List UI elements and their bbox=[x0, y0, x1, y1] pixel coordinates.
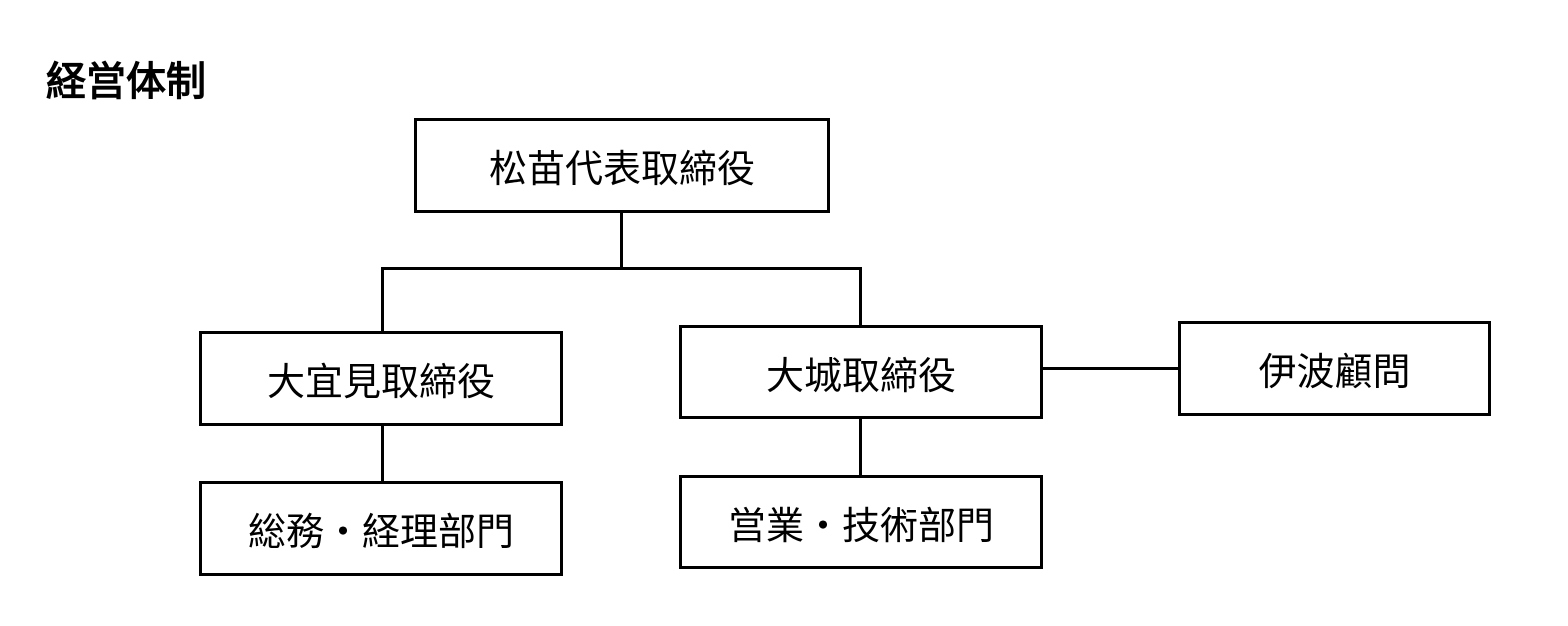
director-node-right: 大城取締役 bbox=[679, 325, 1043, 419]
president-node: 松苗代表取締役 bbox=[414, 118, 830, 213]
department-left-label: 総務・経理部門 bbox=[247, 510, 514, 554]
department-node-left: 総務・経理部門 bbox=[199, 481, 563, 576]
connector-director-left bbox=[381, 267, 384, 333]
connector-president-down bbox=[620, 211, 623, 269]
director-right-label: 大城取締役 bbox=[765, 353, 956, 398]
department-node-right: 営業・技術部門 bbox=[679, 475, 1043, 569]
page-title: 経営体制 bbox=[46, 59, 206, 105]
advisor-label: 伊波顧問 bbox=[1258, 350, 1411, 394]
advisor-node: 伊波顧問 bbox=[1178, 321, 1491, 416]
president-label: 松苗代表取締役 bbox=[488, 147, 755, 191]
connector-advisor bbox=[1041, 367, 1180, 370]
connector-dept-right bbox=[859, 417, 862, 477]
connector-directors-horizontal bbox=[382, 267, 862, 270]
connector-director-right bbox=[859, 267, 862, 327]
director-left-label: 大宜見取締役 bbox=[266, 360, 495, 404]
department-right-label: 営業・技術部門 bbox=[727, 503, 994, 548]
connector-dept-left bbox=[381, 424, 384, 483]
director-node-left: 大宜見取締役 bbox=[199, 331, 563, 426]
